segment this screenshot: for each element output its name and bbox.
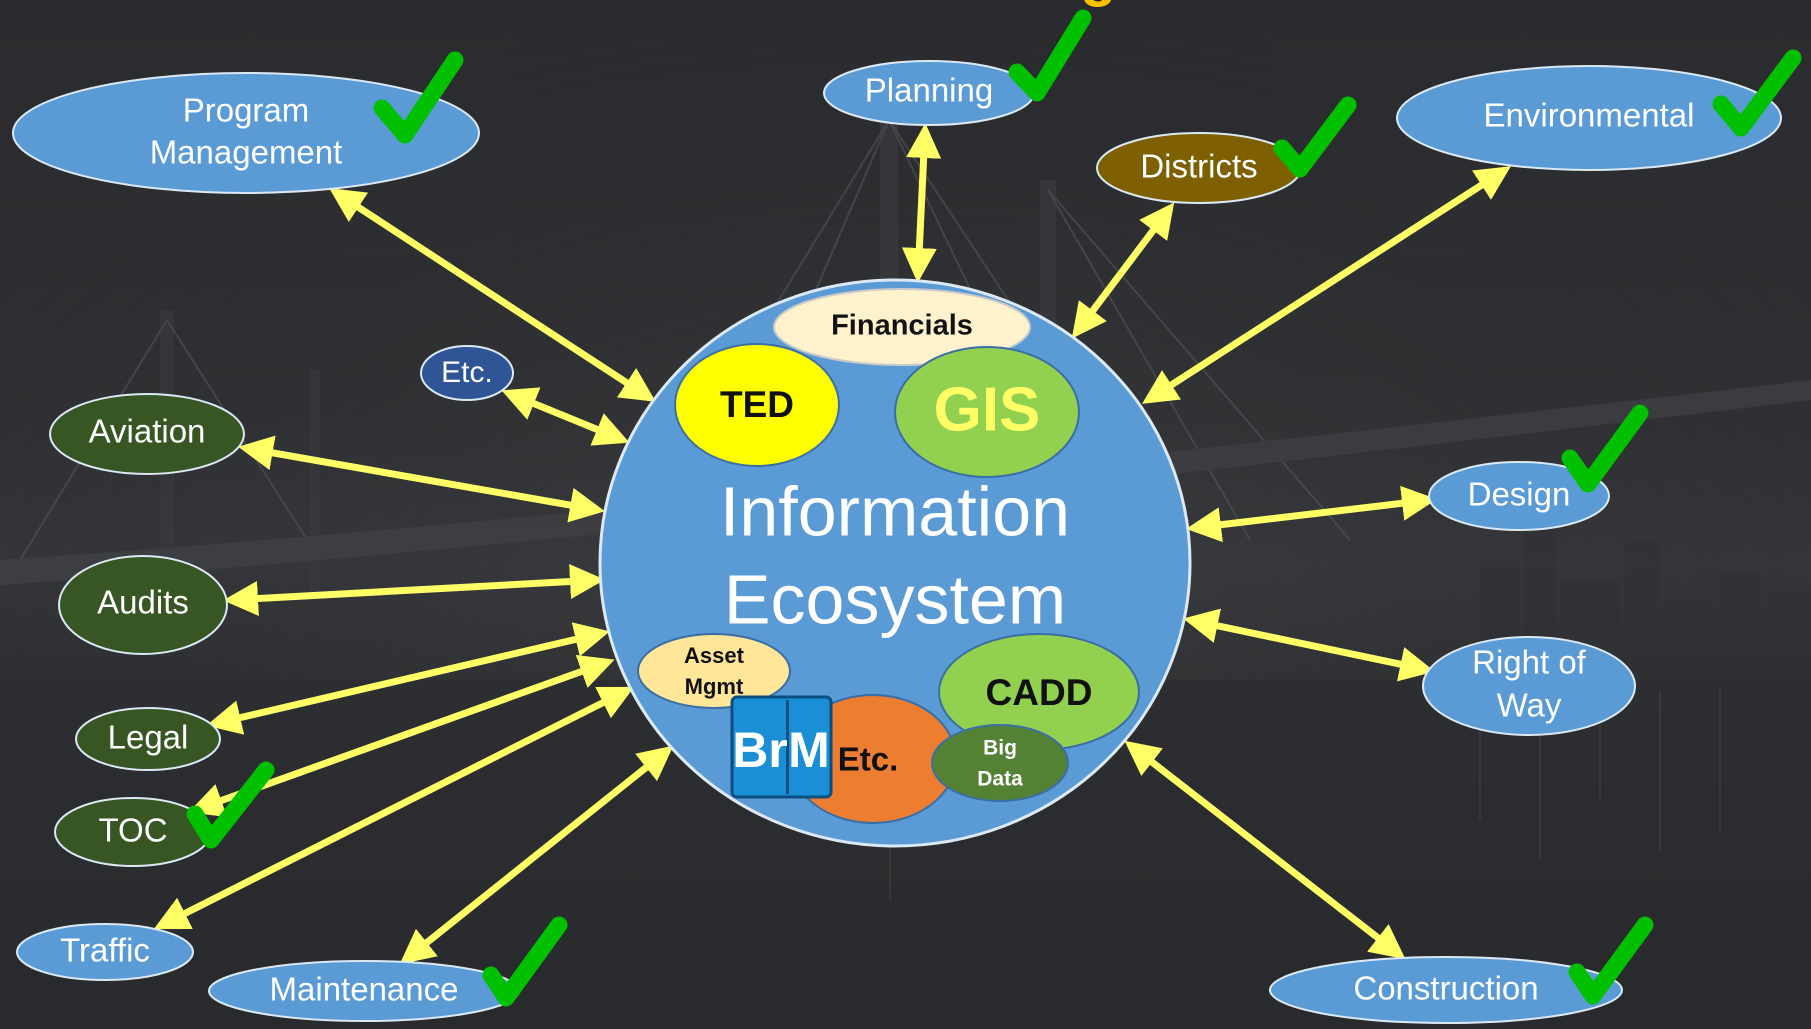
arrow-aviation (238, 435, 605, 523)
node-design[interactable]: Design (1428, 461, 1610, 531)
asset-mgmt-label-line1: Asset (684, 643, 745, 668)
node-traffic[interactable]: Traffic (16, 923, 194, 981)
big-data-ellipse (931, 724, 1069, 802)
gis-ellipse (894, 346, 1080, 478)
node-environmental[interactable]: Environmental (1396, 65, 1782, 171)
check-icon-maintenance (482, 916, 568, 1007)
arrow-construction (1124, 740, 1406, 960)
check-icon-toc (186, 761, 275, 849)
legal-label: Legal (108, 719, 189, 756)
toc-label: TOC (98, 812, 167, 849)
financials-label: Financials (831, 310, 973, 342)
etc-inner-label: Etc. (838, 741, 899, 778)
check-icon-design (1561, 404, 1649, 493)
asset-mgmt-label-line2: Mgmt (685, 674, 744, 699)
node-districts[interactable]: Districts (1096, 132, 1302, 204)
node-program-management[interactable]: Program Management (12, 72, 480, 194)
program-management-line1: Program (183, 92, 310, 129)
program-management-line2: Management (150, 134, 343, 171)
check-icon-districts (1273, 96, 1357, 178)
node-toc[interactable]: TOC (54, 797, 212, 867)
check-icon-environmental (1712, 49, 1802, 137)
information-ecosystem-hub: Financials TED GIS Information Ecosystem… (598, 278, 1192, 848)
arrow-audits (223, 564, 605, 616)
hub-title-line2: Ecosystem (724, 560, 1066, 638)
node-planning[interactable]: Planning (823, 60, 1035, 126)
arrow-maintenance (399, 745, 674, 965)
node-maintenance[interactable]: Maintenance (208, 960, 520, 1022)
brm-logo: Br M (730, 695, 833, 799)
arrow-design (1186, 485, 1437, 543)
planning-label: Planning (865, 72, 993, 109)
node-aviation[interactable]: Aviation (49, 393, 245, 475)
brm-logo-br: Br (732, 722, 788, 778)
aviation-label: Aviation (89, 413, 206, 450)
audits-label: Audits (97, 584, 189, 621)
arrow-environmental (1142, 166, 1511, 404)
title-fragment: g (1080, 0, 1117, 7)
ted-ellipse (674, 343, 840, 467)
node-audits[interactable]: Audits (58, 555, 228, 655)
check-icon-construction (1568, 916, 1654, 1005)
environmental-label: Environmental (1484, 97, 1695, 134)
arrow-planning (901, 123, 942, 283)
financials-ellipse (773, 288, 1031, 366)
hub-title-line1: Information (720, 472, 1070, 550)
cadd-label: CADD (986, 672, 1093, 713)
districts-label: Districts (1140, 148, 1257, 185)
asset-mgmt-ellipse (637, 633, 791, 709)
right-of-way-line1: Right of (1472, 644, 1587, 681)
maintenance-label: Maintenance (270, 971, 459, 1008)
node-construction[interactable]: Construction (1269, 956, 1623, 1024)
big-data-label-line2: Data (977, 768, 1023, 791)
check-marks (186, 9, 1802, 1007)
arrow-program-management (329, 188, 656, 402)
arrow-right-of-way (1183, 608, 1435, 682)
etc-node-label: Etc. (441, 356, 493, 389)
arrow-etc (501, 387, 630, 446)
node-right-of-way[interactable]: Right of Way (1422, 636, 1636, 736)
right-of-way-line2: Way (1497, 687, 1562, 724)
design-label: Design (1468, 476, 1571, 513)
gis-label: GIS (934, 375, 1041, 444)
construction-label: Construction (1353, 970, 1538, 1007)
check-icon-program-management (373, 51, 464, 144)
brm-logo-m: M (788, 722, 830, 778)
ted-label: TED (720, 384, 794, 425)
node-etc[interactable]: Etc. (420, 345, 514, 401)
check-icon-planning (1008, 9, 1092, 102)
node-legal[interactable]: Legal (75, 707, 221, 771)
traffic-label: Traffic (60, 932, 150, 969)
department-nodes: Program Management Planning Districts En… (12, 60, 1782, 1024)
big-data-label-line1: Big (983, 737, 1017, 760)
arrow-traffic (153, 686, 635, 930)
